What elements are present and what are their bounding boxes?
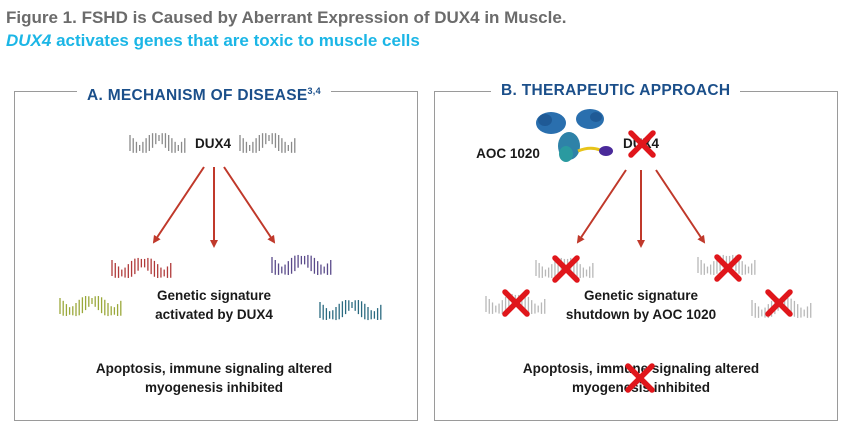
signature-b-line2: shutdown by AOC 1020 (565, 307, 717, 322)
cross-icon-strand-midright (765, 289, 793, 317)
cross-icon-outcome (625, 363, 655, 393)
cross-icon-dux4 (628, 130, 656, 158)
panel-mechanism: A. MECHANISM OF DISEASE3,4 (14, 80, 418, 421)
cross-icon-strand-midleft (502, 289, 530, 317)
figure-title: Figure 1. FSHD is Caused by Aberrant Exp… (6, 8, 567, 27)
dux4-label-a: DUX4 (194, 136, 231, 151)
arrow-b-right (655, 169, 706, 244)
signature-a-line2: activated by DUX4 (155, 307, 273, 322)
arrow-right (223, 166, 276, 244)
outcome-a-line1: Apoptosis, immune signaling altered (95, 361, 333, 376)
dna-strand-purple (271, 254, 332, 276)
panel-b-label: B. THERAPEUTIC APPROACH (491, 80, 741, 102)
dna-strand-teal (319, 300, 382, 321)
signature-b-line1: Genetic signature (583, 288, 699, 303)
subtitle-gene: DUX4 (6, 31, 52, 50)
antibody-icon (536, 109, 613, 162)
cross-icon-strand-topright (714, 254, 742, 282)
panel-a-label: A. MECHANISM OF DISEASE3,4 (77, 80, 331, 104)
cross-icon-strand-topleft (552, 255, 580, 283)
dna-strand-dux4-left (129, 133, 186, 153)
panel-therapeutic: B. THERAPEUTIC APPROACH (434, 80, 838, 421)
figure-subtitle: DUX4 activates genes that are toxic to m… (6, 31, 420, 51)
dna-strand-red (111, 257, 172, 279)
signature-a-line1: Genetic signature (156, 288, 272, 303)
outcome-a-line2: myogenesis inhibited (144, 380, 284, 395)
drug-label: AOC 1020 (476, 146, 540, 161)
dna-strand-olive (59, 296, 122, 317)
subtitle-text: activates genes that are toxic to muscle… (51, 31, 420, 50)
arrow-left (152, 166, 205, 244)
dna-strand-dux4-right (239, 133, 296, 153)
outcome-b-line2: myogenesis inhibited (571, 380, 711, 395)
arrow-b-left (576, 169, 627, 244)
outcome-b-line1: Apoptosis, immune signaling altered (522, 361, 760, 376)
panel-a-citation: 3,4 (307, 86, 321, 96)
